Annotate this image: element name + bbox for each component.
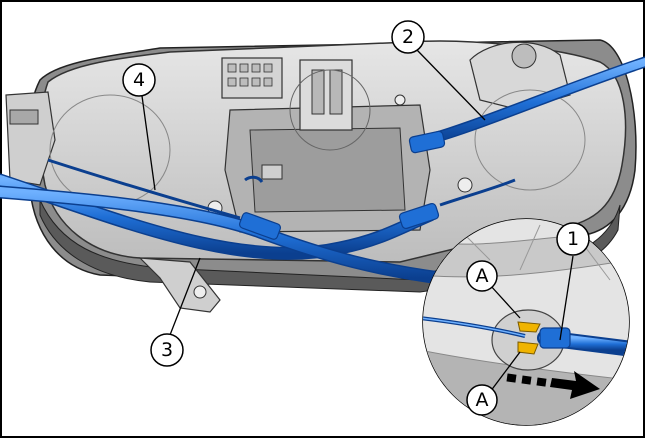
leader-lines xyxy=(141,49,574,393)
callout-4: 4 xyxy=(122,63,156,97)
cable-4 xyxy=(47,158,516,220)
callout-a-bottom-label: A xyxy=(476,389,489,411)
callout-3: 3 xyxy=(150,333,184,367)
callout-1-label: 1 xyxy=(567,228,579,250)
callout-2: 2 xyxy=(391,20,425,54)
callout-a-top-label: A xyxy=(476,265,489,287)
callout-1: 1 xyxy=(556,222,590,256)
callout-4-label: 4 xyxy=(133,69,145,91)
callout-a-top: A xyxy=(466,260,498,292)
callout-3-label: 3 xyxy=(161,339,173,361)
dashed-arrow-right-icon xyxy=(506,371,600,399)
cable-2 xyxy=(408,56,645,154)
cable-3 xyxy=(0,173,447,285)
latch-top xyxy=(517,321,541,333)
callout-a-bottom: A xyxy=(466,384,498,416)
callout-2-label: 2 xyxy=(402,26,414,48)
latch-bottom xyxy=(517,341,539,355)
cluster-housing xyxy=(5,39,637,313)
